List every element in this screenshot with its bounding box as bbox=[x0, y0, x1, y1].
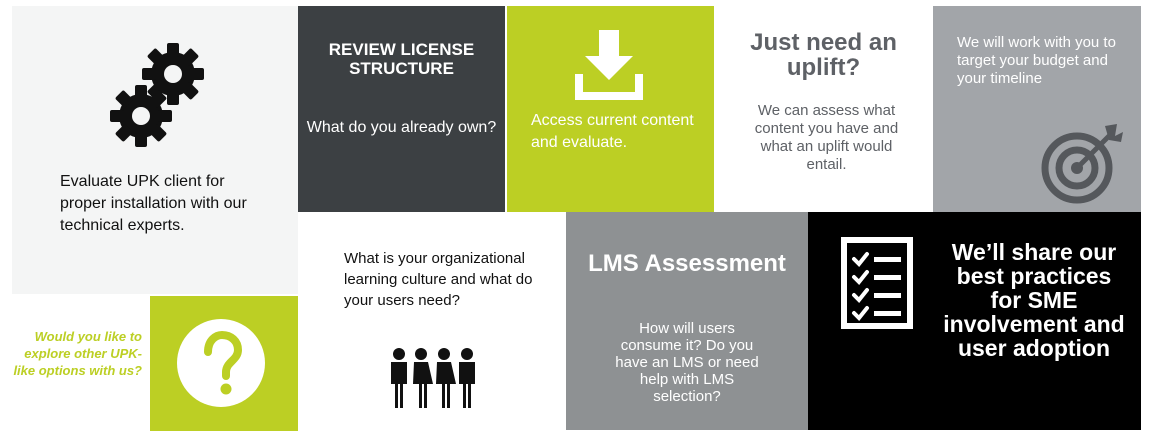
budget-text: We will work with you to target your bud… bbox=[957, 34, 1116, 87]
gears-icon bbox=[110, 43, 204, 147]
lms-text: How will users consume it? Do you have a… bbox=[615, 320, 759, 405]
tile-uplift: Just need an uplift? We can assess what … bbox=[714, 6, 933, 212]
evaluate-client-text: Evaluate UPK client for proper installat… bbox=[60, 173, 247, 234]
tile-access-content: Access current content and evaluate. bbox=[507, 6, 714, 212]
lms-title: LMS Assessment bbox=[588, 250, 786, 277]
tile-lms-assessment: LMS Assessment How will users consume it… bbox=[566, 212, 808, 430]
access-content-text: Access current content and evaluate. bbox=[531, 112, 694, 151]
target-icon bbox=[1041, 124, 1123, 204]
question-icon bbox=[177, 319, 265, 407]
tile-evaluate-client: Evaluate UPK client for proper installat… bbox=[12, 6, 298, 294]
review-license-text: What do you already own? bbox=[306, 119, 497, 136]
checklist-icon bbox=[841, 237, 913, 329]
learning-culture-text: What is your organizational learning cul… bbox=[344, 250, 533, 309]
tile-best-practices: We’ll share our best practices for SME i… bbox=[808, 212, 1141, 430]
tile-budget: We will work with you to target your bud… bbox=[933, 6, 1141, 212]
uplift-title: Just need an uplift? bbox=[750, 29, 897, 81]
uplift-text: We can assess what content you have and … bbox=[754, 102, 899, 173]
tile-question bbox=[150, 296, 298, 431]
download-icon bbox=[575, 30, 643, 100]
tile-review-license: REVIEW LICENSE STRUCTURE What do you alr… bbox=[298, 6, 505, 212]
explore-options-text: Would you like to explore other UPK-like… bbox=[13, 329, 142, 378]
tile-learning-culture: What is your organizational learning cul… bbox=[298, 212, 566, 433]
best-practices-title: We’ll share our best practices for SME i… bbox=[943, 239, 1125, 361]
people-icon bbox=[391, 348, 475, 408]
review-license-title: REVIEW LICENSE STRUCTURE bbox=[328, 40, 475, 78]
